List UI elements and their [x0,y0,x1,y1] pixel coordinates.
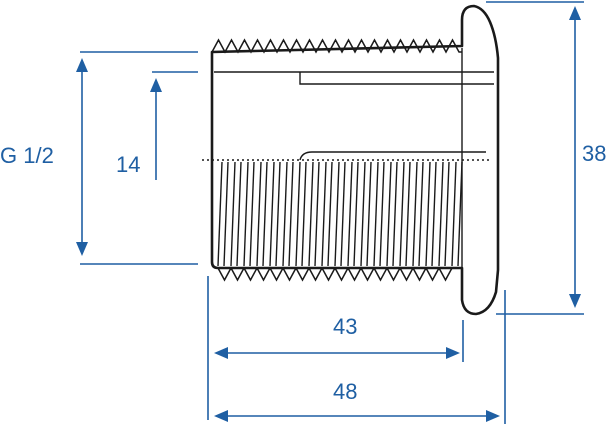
internal-thread-line [256,161,262,267]
internal-thread-line [327,161,333,267]
overall-length-dimension: 48 [214,290,506,424]
internal-thread-line [314,161,320,267]
thread-length-label: 43 [333,314,357,339]
internal-thread-line [405,161,411,267]
bore-arrow-top [150,78,162,92]
internal-thread-line [249,161,255,267]
internal-thread-line [282,161,288,267]
internal-thread-line [373,161,379,267]
internal-thread-line [360,161,366,267]
thread-size-label: G 1/2 [0,143,54,168]
internal-thread-line [321,161,327,267]
internal-thread-line [444,161,450,267]
thread-size-dimension: G 1/2 [0,51,198,265]
bore-dimension: 14 [116,71,198,180]
internal-thread-line [269,161,275,267]
inner-bore-cut [299,151,486,161]
internal-thread-line [353,161,359,267]
thread-length-arrow-right [446,347,460,359]
flange-arrow-bottom [569,294,581,308]
internal-thread-line [217,161,223,267]
internal-thread-line [340,161,346,267]
internal-thread-line [262,161,268,267]
bottom-thread-teeth [217,266,453,282]
internal-thread-line [431,161,437,267]
internal-thread-line [392,161,398,267]
internal-thread-line [379,161,385,267]
internal-thread-line [223,161,229,267]
internal-thread-line [366,161,372,267]
internal-thread-line [230,161,236,267]
internal-thread-line [451,161,457,267]
internal-thread-line [301,161,307,267]
fitting-body [202,4,500,316]
internal-thread-line [288,161,294,267]
bore-label: 14 [116,152,140,177]
internal-thread-line [425,161,431,267]
overall-length-label: 48 [333,379,357,404]
internal-thread-line [243,161,249,267]
bore-step [299,72,494,85]
overall-length-arrow-right [486,410,500,422]
internal-thread-line [438,161,444,267]
internal-thread-line [308,161,314,267]
overall-length-arrow-left [214,410,228,422]
internal-thread-line [275,161,281,267]
internal-thread-line [236,161,242,267]
top-thread-teeth [211,38,462,54]
thread-arrow-bottom [76,242,88,256]
internal-thread-line [295,161,301,267]
internal-thread-line [347,161,353,267]
flange-arrow-top [569,6,581,20]
thread-arrow-top [76,58,88,72]
internal-thread-line [399,161,405,267]
flange-label: 38 [582,141,606,166]
internal-thread-line [386,161,392,267]
internal-thread-line [334,161,340,267]
internal-thread-lines [217,161,463,267]
flange-dimension: 38 [486,1,606,315]
thread-length-dimension: 43 [207,276,464,420]
thread-length-arrow-left [214,347,228,359]
internal-thread-line [412,161,418,267]
internal-thread-line [418,161,424,267]
